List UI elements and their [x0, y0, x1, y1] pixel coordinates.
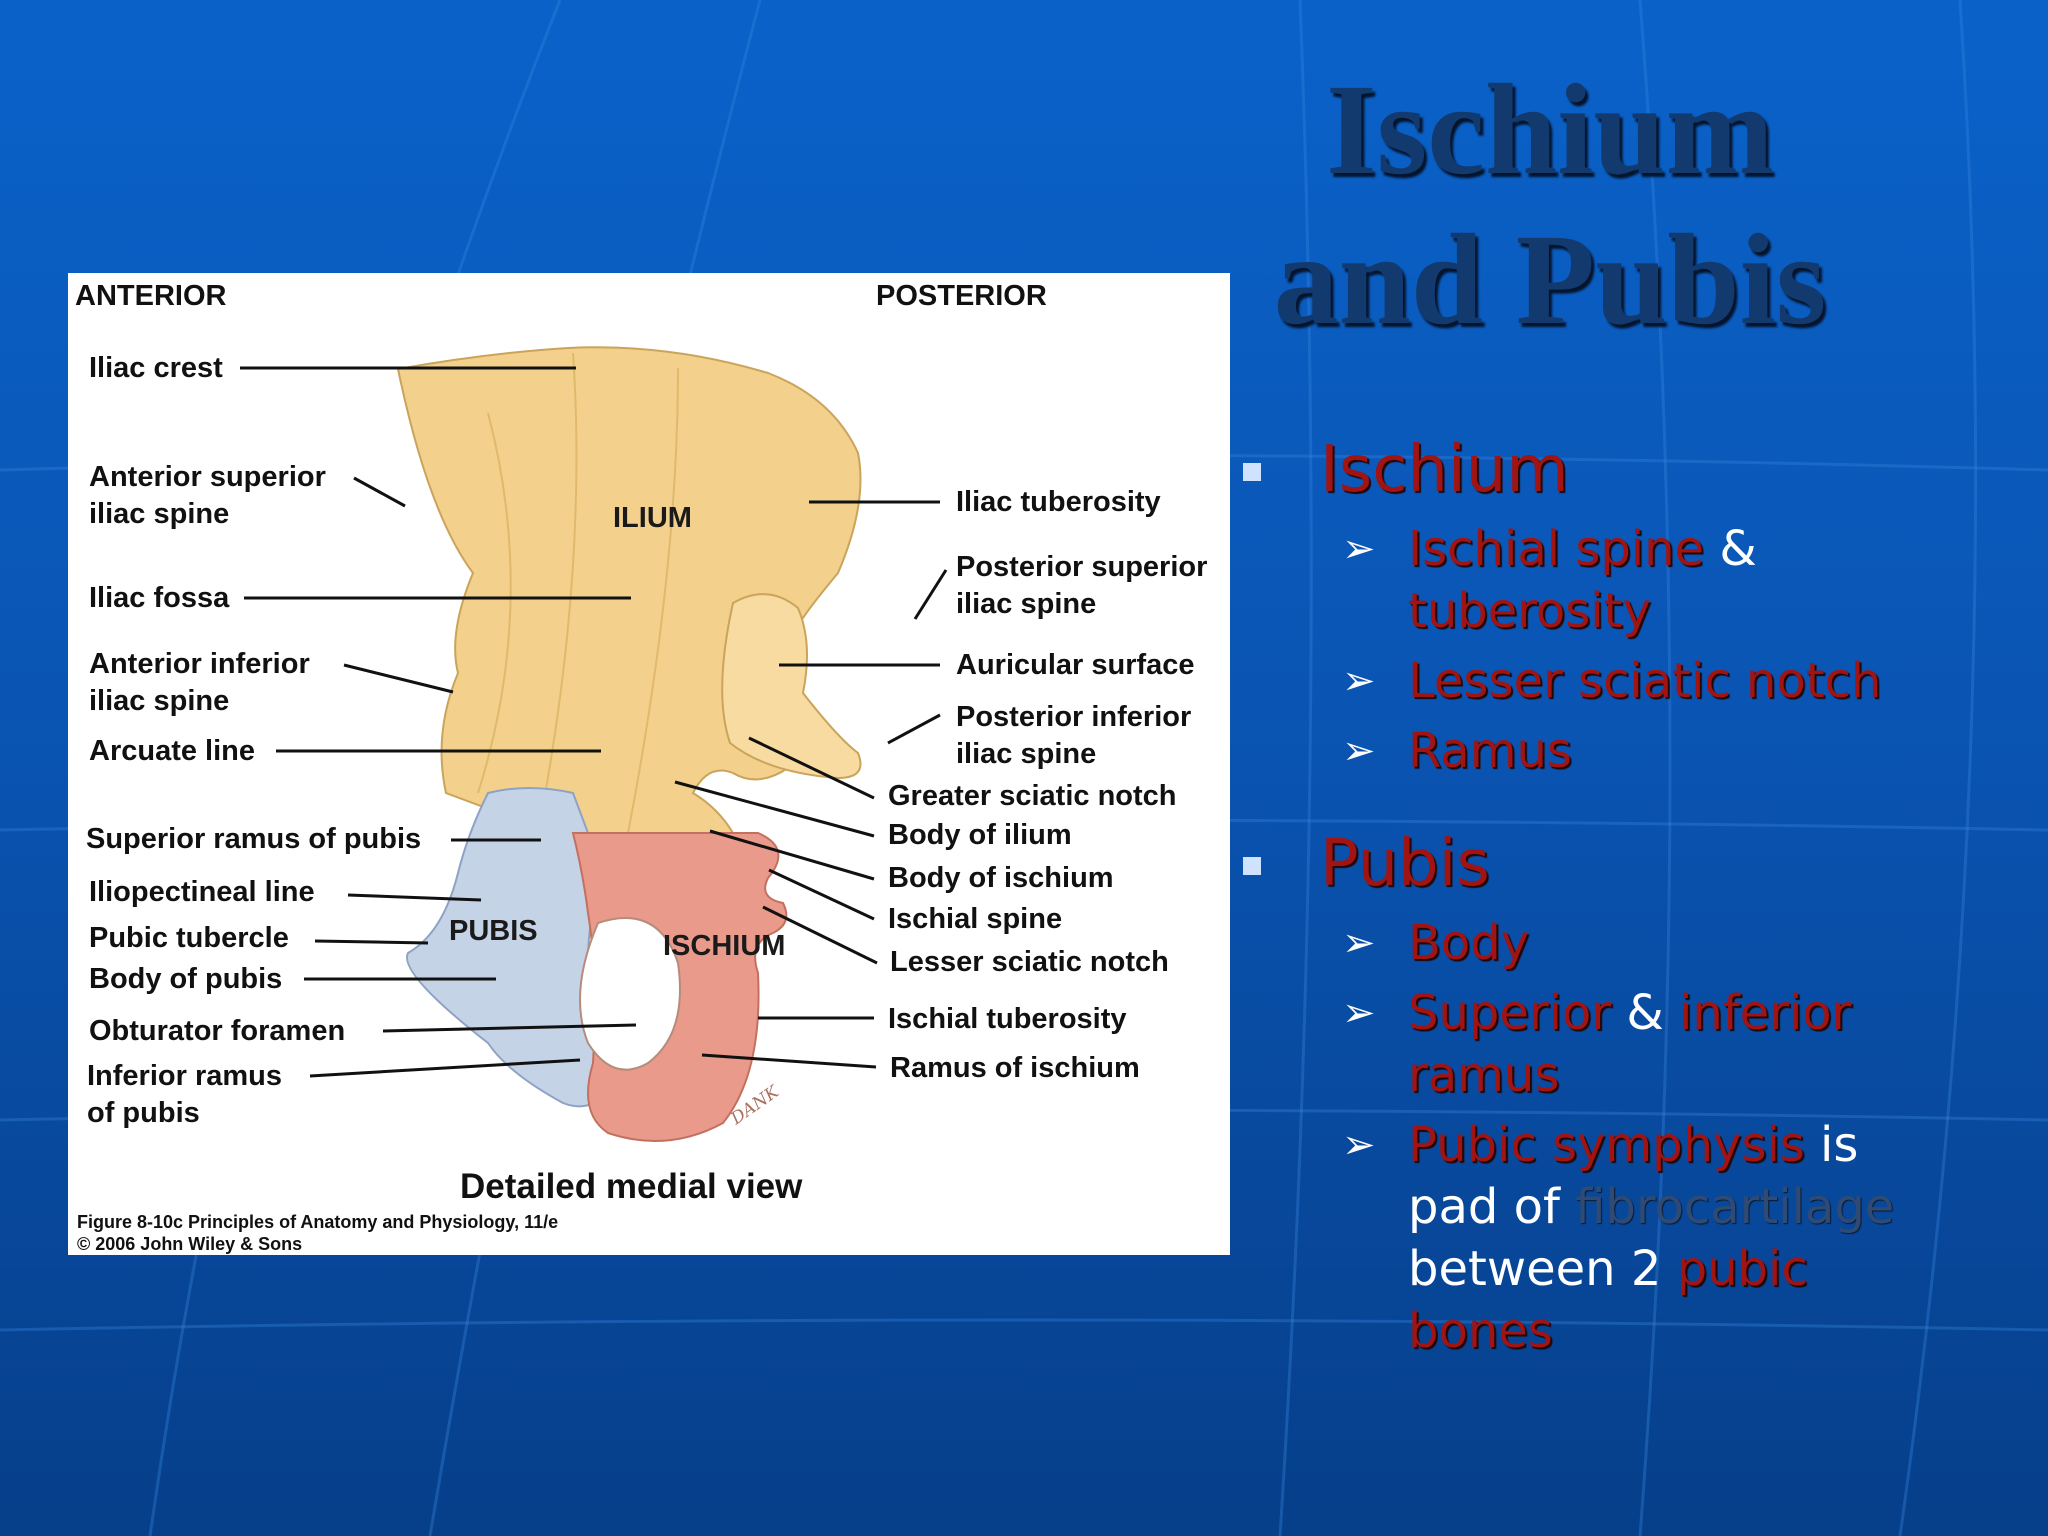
pubis-region-label: PUBIS	[449, 915, 538, 947]
sub-bullet-rami: ➢ Superior & inferior ramus	[1342, 982, 1948, 1106]
arrow-bullet-icon: ➢	[1342, 658, 1376, 704]
label-ramus-of-ischium: Ramus of ischium	[890, 1052, 1140, 1084]
orientation-anterior-label: ANTERIOR	[75, 280, 227, 312]
term-ischial-spine: Ischial spine	[1408, 521, 1705, 577]
term-pubic-symphysis: Pubic symphysis	[1408, 1117, 1805, 1173]
label-inferior-ramus-cont: of pubis	[87, 1097, 200, 1129]
square-bullet-icon	[1243, 463, 1261, 481]
arrow-bullet-icon: ➢	[1342, 990, 1376, 1036]
sub-bullet-pubic-symphysis: ➢ Pubic symphysis is pad of fibrocartila…	[1342, 1114, 1948, 1362]
label-posterior-inferior-cont: iliac spine	[956, 738, 1096, 770]
ischium-region-label: ISCHIUM	[663, 930, 785, 962]
label-iliac-tuberosity: Iliac tuberosity	[956, 486, 1161, 518]
slide-title: Ischium and Pubis	[1273, 58, 1827, 352]
arrow-bullet-icon: ➢	[1342, 526, 1376, 572]
sub-bullet-lesser-sciatic-notch: ➢ Lesser sciatic notch	[1342, 650, 1948, 712]
term-fibrocartilage: fibrocartilage	[1575, 1179, 1895, 1235]
auricular-surface-region	[721, 593, 862, 780]
term-superior: Superior	[1408, 985, 1612, 1041]
label-inferior-ramus: Inferior ramus	[87, 1060, 282, 1092]
label-iliopectineal-line: Iliopectineal line	[89, 876, 315, 908]
label-posterior-superior-cont: iliac spine	[956, 588, 1096, 620]
ilium-region-label: ILIUM	[613, 502, 692, 534]
label-iliac-fossa: Iliac fossa	[89, 582, 230, 614]
bullet-list: Ischium ➢ Ischial spine & tuberosity ➢ L…	[1240, 430, 2040, 1362]
arrow-bullet-icon: ➢	[1342, 1122, 1376, 1168]
leader-lines	[240, 366, 948, 1078]
term-inferior-ramus: inferior ramus	[1408, 985, 1852, 1103]
hip-bone-medial-view-diagram: ANTERIOR POSTERIOR ILIUM PUBIS ISCHIUM I…	[75, 280, 1207, 1254]
label-anterior-inferior: Anterior inferior	[89, 648, 310, 680]
label-pubic-tubercle: Pubic tubercle	[89, 922, 289, 954]
arrow-bullet-icon: ➢	[1342, 920, 1376, 966]
sub-bullet-ischial-spine: ➢ Ischial spine & tuberosity	[1342, 518, 1948, 642]
label-iliac-crest: Iliac crest	[89, 352, 223, 384]
label-posterior-inferior: Posterior inferior	[956, 701, 1191, 733]
figure-caption: Detailed medial view	[460, 1167, 803, 1206]
sub-bullet-ramus: ➢ Ramus	[1342, 720, 1948, 782]
term-body: Body	[1408, 915, 1530, 971]
label-body-of-ilium: Body of ilium	[888, 819, 1072, 851]
label-ischial-spine: Ischial spine	[888, 903, 1062, 935]
figure-credit-line2: © 2006 John Wiley & Sons	[77, 1234, 302, 1254]
bullet-pubis: Pubis	[1240, 824, 2040, 904]
label-lesser-sciatic-notch: Lesser sciatic notch	[890, 946, 1169, 978]
term-lesser-sciatic-notch: Lesser sciatic notch	[1408, 653, 1882, 709]
bullet-heading-pubis: Pubis	[1320, 827, 1490, 901]
label-anterior-superior: Anterior superior	[89, 461, 326, 493]
text-between-2: between 2	[1408, 1241, 1677, 1297]
text-ampersand: &	[1704, 521, 1757, 577]
label-anterior-inferior-cont: iliac spine	[89, 685, 229, 717]
label-obturator-foramen: Obturator foramen	[89, 1015, 345, 1047]
term-ramus: Ramus	[1408, 723, 1572, 779]
label-superior-ramus-pubis: Superior ramus of pubis	[86, 823, 421, 855]
pelvis-figure-panel: ANTERIOR POSTERIOR ILIUM PUBIS ISCHIUM I…	[68, 273, 1230, 1255]
obturator-foramen-region	[579, 917, 681, 1071]
label-arcuate-line: Arcuate line	[89, 735, 255, 767]
label-body-of-ischium: Body of ischium	[888, 862, 1114, 894]
bullet-ischium: Ischium	[1240, 430, 2040, 510]
text-ampersand: &	[1611, 985, 1680, 1041]
arrow-bullet-icon: ➢	[1342, 728, 1376, 774]
square-bullet-icon	[1243, 857, 1261, 875]
orientation-posterior-label: POSTERIOR	[876, 280, 1047, 312]
label-auricular-surface: Auricular surface	[956, 649, 1195, 681]
term-tuberosity: tuberosity	[1408, 583, 1651, 639]
bullet-heading-ischium: Ischium	[1320, 433, 1569, 507]
label-body-of-pubis: Body of pubis	[89, 963, 282, 995]
term-pubic-bones: pubic bones	[1408, 1241, 1808, 1359]
label-greater-sciatic-notch: Greater sciatic notch	[888, 780, 1177, 812]
label-anterior-superior-cont: iliac spine	[89, 498, 229, 530]
label-posterior-superior: Posterior superior	[956, 551, 1207, 583]
sub-bullet-body: ➢ Body	[1342, 912, 1948, 974]
text-is-pad-of: is pad of	[1408, 1117, 1859, 1235]
figure-credit-line1: Figure 8-10c Principles of Anatomy and P…	[77, 1212, 558, 1232]
label-ischial-tuberosity: Ischial tuberosity	[888, 1003, 1127, 1035]
